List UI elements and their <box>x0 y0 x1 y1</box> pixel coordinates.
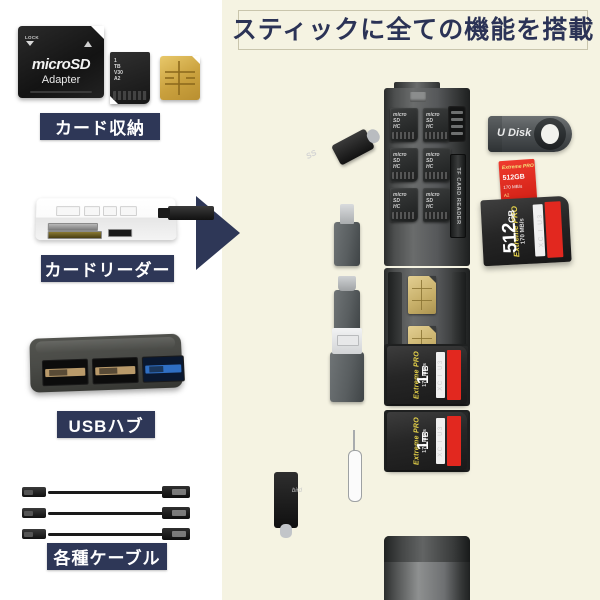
microsd-speed: 170 MB/s <box>503 183 523 191</box>
card-reader-slot-microsd <box>108 228 133 238</box>
tf-card-reader-label: TF CARD READER <box>455 167 461 225</box>
loose-sd-card: Extreme PRO 170 MB/s XC I U3 512GB <box>480 195 572 267</box>
page-title: スティックに全ての機能を搭載 <box>231 15 595 44</box>
sd-card-marks: XC I U3 <box>536 213 546 248</box>
cable-wire <box>48 532 164 536</box>
usb-hub-device <box>29 333 185 393</box>
sim-chip-contacts <box>165 61 195 95</box>
card-reader-usb-plug <box>158 206 214 220</box>
cable-connector-usb-a <box>162 507 190 519</box>
sd-card-capacity: 1TB <box>414 431 432 451</box>
sd-direction-triangle-icon <box>84 41 92 47</box>
sd-adapter-subtitle: Adapter <box>41 74 81 86</box>
cable-wire <box>48 511 164 515</box>
stick-handle-body <box>384 536 470 600</box>
feature-label-card-reader: カードリーダー <box>41 255 174 282</box>
cable-connector-usb-a <box>162 486 190 498</box>
sim-slot <box>408 276 436 314</box>
cable-connector-small <box>22 508 46 518</box>
sd-card-capacity: 1TB <box>414 365 432 385</box>
microsd-contacts <box>113 91 147 100</box>
sd-adapter-brand: microSD <box>31 56 91 73</box>
microsd-capacity: 512GB <box>502 173 526 183</box>
usb-drive-hole <box>541 124 559 144</box>
feature-label-text: 各種ケーブル <box>53 549 161 568</box>
sim-pin-needle <box>353 430 355 456</box>
cable-lightning <box>22 528 190 540</box>
superspeed-mark: SS <box>304 148 319 161</box>
sd-card-white-band <box>436 352 445 398</box>
sim-eject-pin-tool <box>348 430 362 502</box>
sim-pin-loop <box>348 450 362 502</box>
cable-connector-small <box>22 487 46 497</box>
usb-port-1 <box>41 358 89 387</box>
micro-usb-adapter <box>334 276 360 334</box>
usb-c-connector-tail: bird <box>274 472 302 538</box>
stick-top-cap <box>394 82 440 92</box>
usb-flash-drive: U Disk <box>488 116 572 152</box>
feature-label-text: USBハブ <box>68 417 144 436</box>
feature-label-card-storage: カード収納 <box>40 113 160 140</box>
card-reader-device <box>35 198 177 241</box>
sd-card-red-band <box>447 350 461 400</box>
sd-card-white-band <box>436 418 445 464</box>
microsd-brand: Extreme PRO <box>501 162 535 172</box>
feature-label-text: カード収納 <box>55 119 145 138</box>
usb-a-adapter <box>330 328 364 402</box>
sd-card-marks: XC I U3 <box>437 359 444 391</box>
card-reader-slot-cf <box>47 230 102 240</box>
sd-card-red-band <box>447 416 461 466</box>
sd-card-adapter: LOCK microSD Adapter <box>18 26 104 98</box>
sd-lock-label: LOCK <box>25 35 39 40</box>
stick-top-notch <box>410 92 426 102</box>
feature-label-text: カードリーダー <box>44 261 171 280</box>
sd-card-capacity: 512GB <box>499 210 522 254</box>
tf-card-reader-strip: TF CARD READER <box>450 154 466 238</box>
cable-micro-usb <box>22 507 190 519</box>
feature-label-usb-hub: USBハブ <box>57 411 155 438</box>
inserted-sd-card: Extreme PRO 170 MB/s XC I U3 1TB <box>387 412 467 470</box>
card-reader-slot-sd <box>47 222 98 231</box>
microsd-class: A2 <box>503 192 510 199</box>
sd-card-marks: XC I U3 <box>437 425 444 457</box>
usb-drive-label: U Disk <box>497 127 532 139</box>
usb-port-3-superspeed <box>141 355 185 383</box>
sd-adapter-rail <box>30 91 92 93</box>
cable-connector-small <box>22 529 46 539</box>
tf-card-connector <box>448 106 466 142</box>
sim-card-chip <box>160 56 200 100</box>
usb-c-charging-cable: SS bird <box>258 128 375 538</box>
cable-wire <box>48 490 164 494</box>
sd-lock-triangle-icon <box>26 41 34 46</box>
feature-label-cables: 各種ケーブル <box>47 543 167 570</box>
header-banner: スティックに全ての機能を搭載 <box>232 10 593 50</box>
usb-port-2 <box>91 356 139 385</box>
inserted-sd-card: Extreme PRO 170 MB/s XC I U3 1TB <box>387 346 467 404</box>
card-reader-top-slots <box>56 206 138 217</box>
sd-card-red-band <box>544 201 564 258</box>
cable-connector-usb-a <box>162 528 190 540</box>
lightning-adapter <box>334 204 360 266</box>
cable-brand-logo: bird <box>292 488 303 494</box>
usb-drive-connector-cap <box>488 116 502 152</box>
cable-usb-c <box>22 486 190 498</box>
